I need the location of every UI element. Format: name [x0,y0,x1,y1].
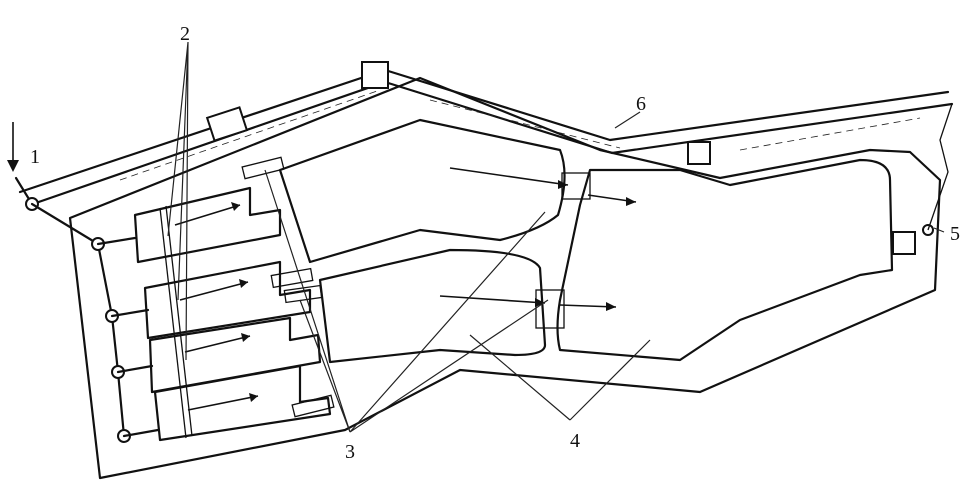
label-5: 5 [950,223,960,245]
tank-c [148,316,322,394]
label-2: 2 [180,23,190,45]
gate-block-1 [205,106,249,142]
gate-block-2 [361,61,389,89]
label-4: 4 [570,430,580,452]
upper-channel-outer [18,68,950,194]
tank-a [133,186,282,264]
gate-block-3 [687,141,711,165]
pond-flow-arrowheads [535,180,636,311]
tank-flow-arrowheads [231,202,258,402]
tank-b [143,260,312,340]
pond-lower [318,248,547,364]
manifold-branches [96,236,160,438]
manifold-vertical [96,242,126,438]
pond-upper [278,118,566,264]
upper-channel-inner [28,80,954,207]
manifold-diagonal [30,202,100,246]
outlet-chamber [892,231,916,255]
pond-flow-arrows [439,167,637,308]
leader-lines [167,41,945,433]
inlet-arrowhead [7,160,19,172]
vertical-pipe-right [165,205,193,437]
pond-right [556,158,894,362]
label-6: 6 [636,93,646,115]
tank-flow-arrows [174,204,259,411]
outlet-pipe [927,103,953,231]
tank-d [153,364,332,442]
label-3: 3 [345,441,355,463]
upper-channel-flow-hatch [119,89,921,181]
vertical-pipe-left [159,207,187,439]
label-1: 1 [30,146,40,168]
